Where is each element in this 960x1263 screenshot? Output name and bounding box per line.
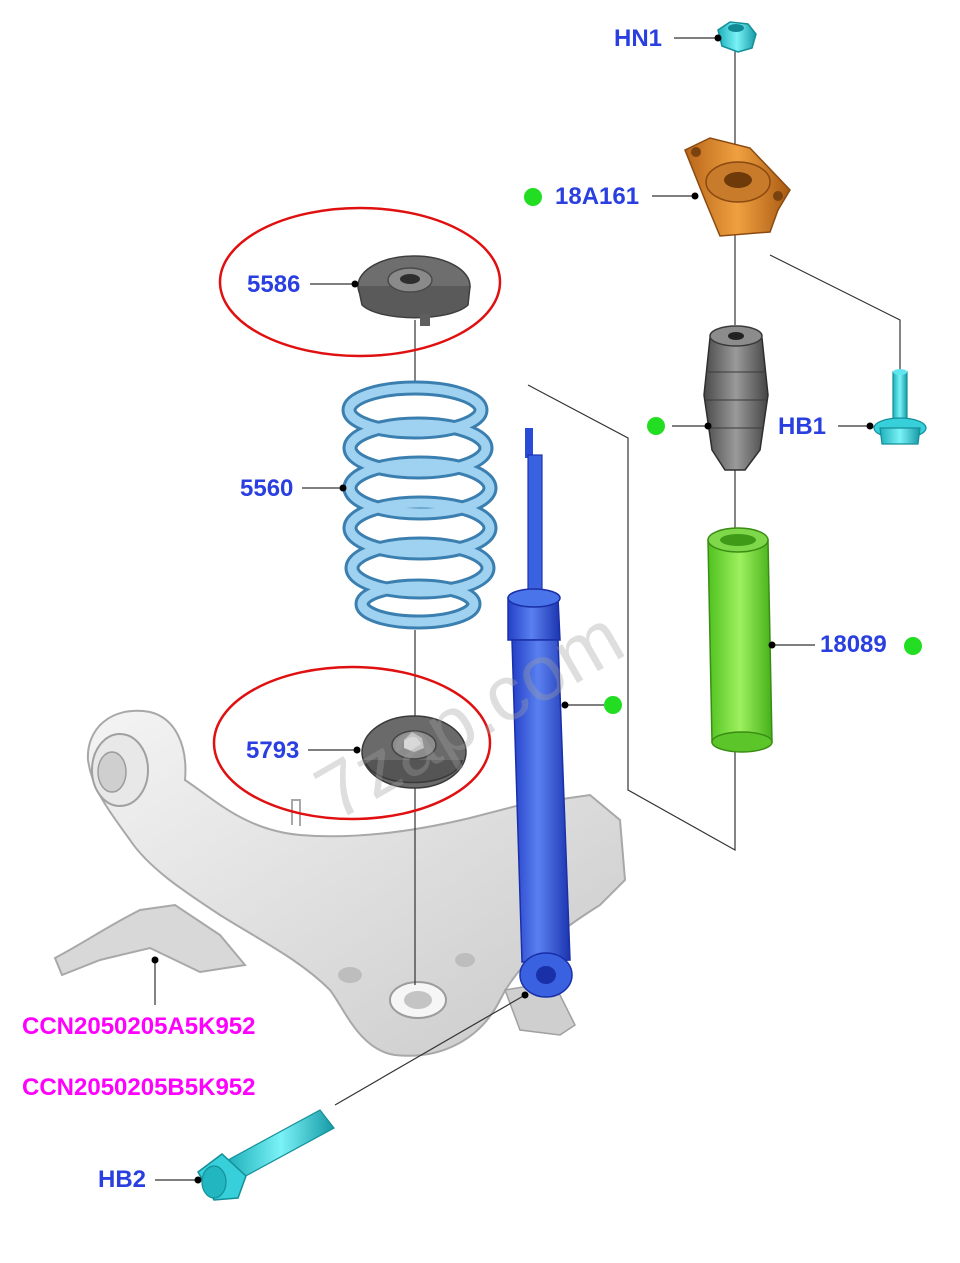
hex-nut-hn1 bbox=[717, 21, 757, 53]
part-label-ccn-a[interactable]: CCN2050205A5K952 bbox=[22, 1013, 256, 1040]
suspension-arm-bracket bbox=[53, 903, 247, 977]
availability-dot-shock-absorber[interactable] bbox=[604, 696, 622, 714]
part-label-18a161[interactable]: 18A161 bbox=[555, 183, 640, 210]
flange-bolt-hb1 bbox=[873, 369, 927, 445]
part-label-ccn-b[interactable]: CCN2050205B5K952 bbox=[22, 1074, 256, 1101]
lower-spring-seat-5793 bbox=[361, 715, 467, 789]
arm-bushing-hole bbox=[97, 751, 127, 793]
suspension-arm-body bbox=[86, 709, 627, 1057]
arm-lightening-hole-1 bbox=[338, 967, 362, 983]
part-label-hb1[interactable]: HB1 bbox=[778, 413, 827, 440]
shock-absorber bbox=[507, 428, 573, 998]
part-label-18089[interactable]: 18089 bbox=[820, 631, 887, 658]
part-label-hn1[interactable]: HN1 bbox=[614, 25, 663, 52]
part-label-5560[interactable]: 5560 bbox=[240, 475, 294, 502]
coil-spring-5560 bbox=[341, 380, 498, 630]
dust-boot-18089 bbox=[707, 527, 773, 753]
part-label-hb2[interactable]: HB2 bbox=[98, 1166, 147, 1193]
availability-dot-bump-stop[interactable] bbox=[647, 417, 665, 435]
upper-spring-seat-5586 bbox=[357, 255, 471, 326]
leader-end-dots bbox=[151, 34, 874, 1184]
availability-dot-18089 bbox=[904, 637, 922, 655]
highlight-ellipse-5586 bbox=[218, 206, 502, 358]
part-label-5793[interactable]: 5793 bbox=[246, 737, 300, 764]
part-label-5586[interactable]: 5586 bbox=[247, 271, 301, 298]
flange-bolt-hb2 bbox=[197, 1109, 335, 1201]
top-mount-18a161 bbox=[684, 137, 791, 237]
availability-dot-18a161 bbox=[524, 188, 542, 206]
bump-stop bbox=[703, 325, 769, 471]
leader-lines bbox=[154, 37, 901, 1181]
arm-spring-seat-hole-inner bbox=[404, 991, 432, 1009]
suspension-arm-group bbox=[53, 709, 627, 1057]
arm-lightening-hole-2 bbox=[455, 953, 475, 967]
highlight-ellipse-5793 bbox=[212, 665, 492, 821]
